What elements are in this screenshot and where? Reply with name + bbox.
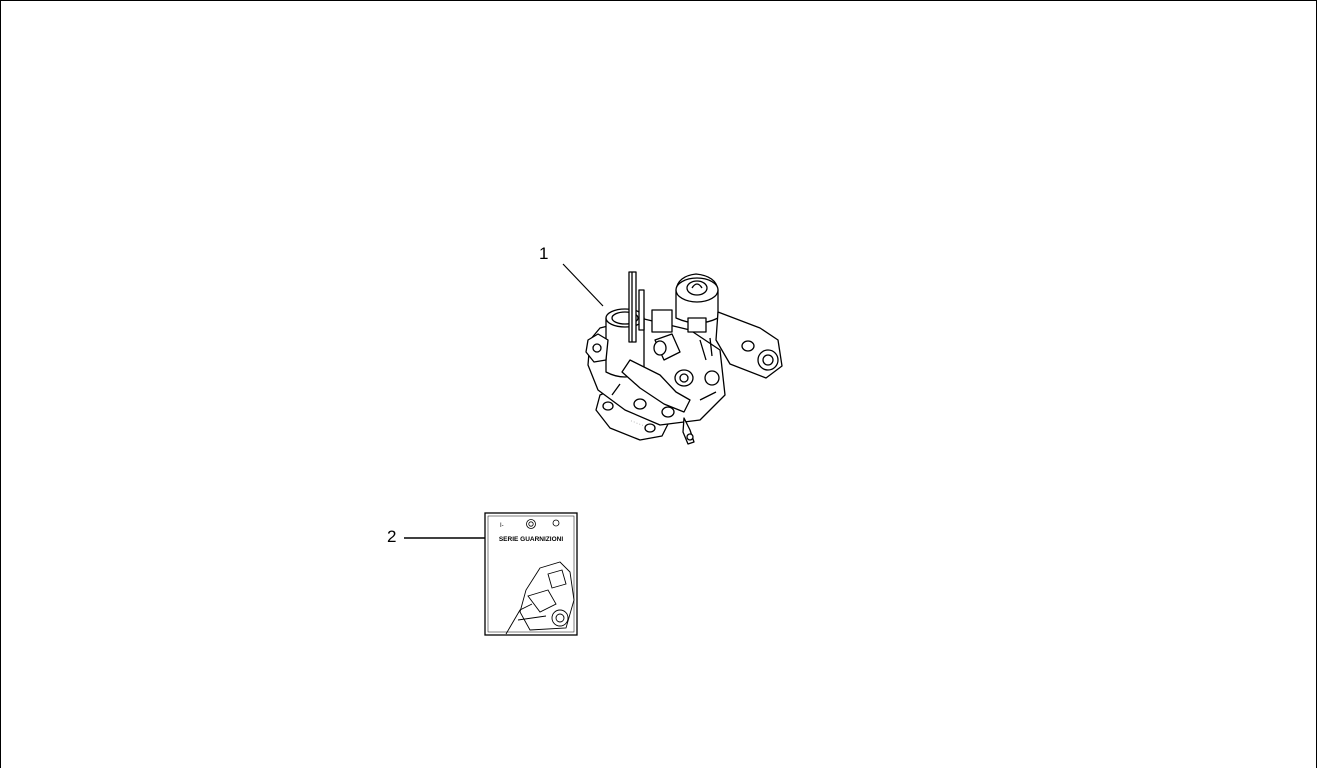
svg-text:· · · · ·: · · · · · (629, 418, 644, 429)
package-top-icons: I- (500, 519, 560, 529)
gasket-set-label: SERIE GUARNIZIONI (499, 536, 563, 543)
callout-number-2: 2 (387, 527, 397, 546)
carburetor-illustration: · · · · · (585, 271, 783, 445)
callout-number-1: 1 (539, 244, 549, 263)
svg-text:I-: I- (500, 523, 504, 529)
leader-line-1 (562, 263, 604, 307)
package-parts-illustration (505, 561, 575, 635)
gasket-set-package: I- (484, 512, 578, 636)
